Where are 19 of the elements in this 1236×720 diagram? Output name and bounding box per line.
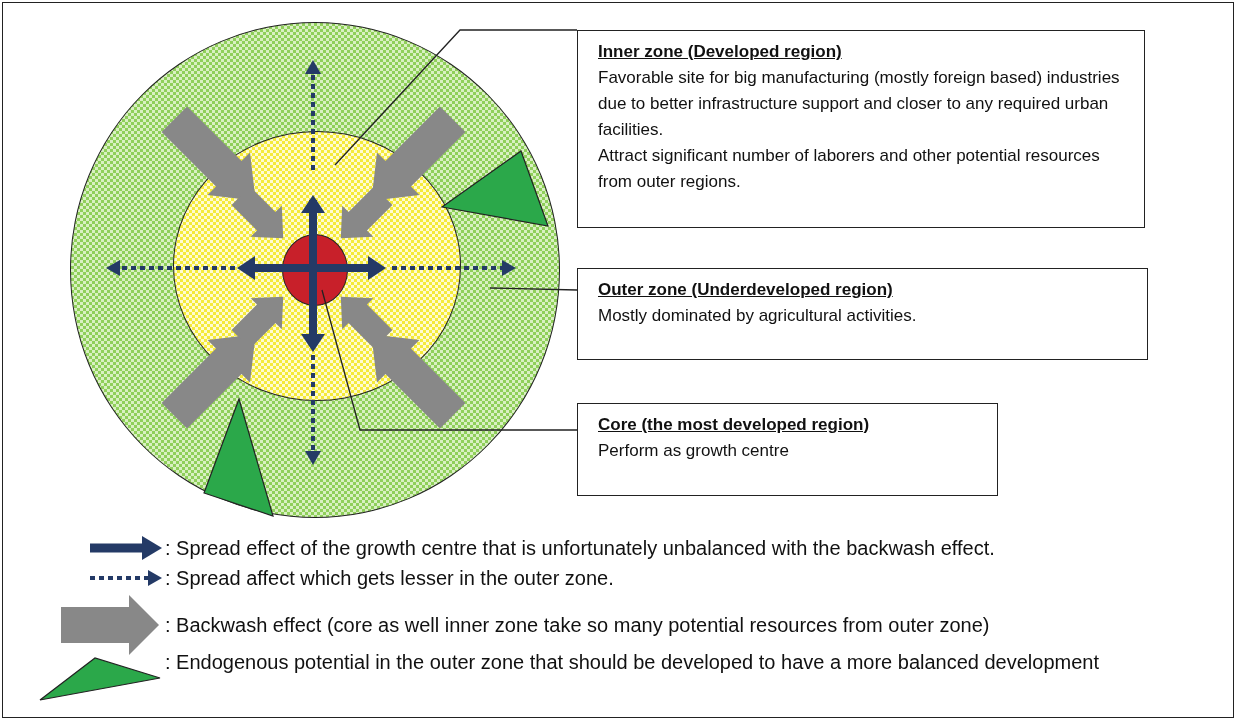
legend-text: : Backwash effect (core as well inner zone take so many potential resources from outer zone) [165,613,991,637]
leader-line [321,289,578,431]
legend-text: : Spread effect of the growth centre that is unfortunately unbalanced with the backwash effect. [165,536,996,560]
box-heading: Inner zone (Developed region) [598,41,843,63]
legend-text: : Spread affect which gets lesser in the outer zone. [165,566,615,590]
endogenous-triangle [438,151,549,227]
box-text: Attract significant number of laborers and other potential resources from outer regions. [598,145,1101,193]
box-text: Mostly dominated by agricultural activities. [598,305,918,327]
endogenous-triangle [203,398,274,517]
legend-text: : Endogenous potential in the outer zone that should be developed to have a more balanced development [165,650,1100,674]
leader-line [334,29,578,166]
box-heading: Outer zone (Underdeveloped region) [598,279,894,301]
description-box [577,403,998,496]
box-text: Favorable site for big manufacturing (mostly foreign based) industries due to better infrastructure support and closer to any required urban facilities. [598,67,1121,141]
leader-line [489,287,578,291]
box-text: Perform as growth centre [598,440,790,462]
description-box [577,268,1148,360]
description-box [577,30,1145,228]
box-heading: Core (the most developed region) [598,414,871,436]
